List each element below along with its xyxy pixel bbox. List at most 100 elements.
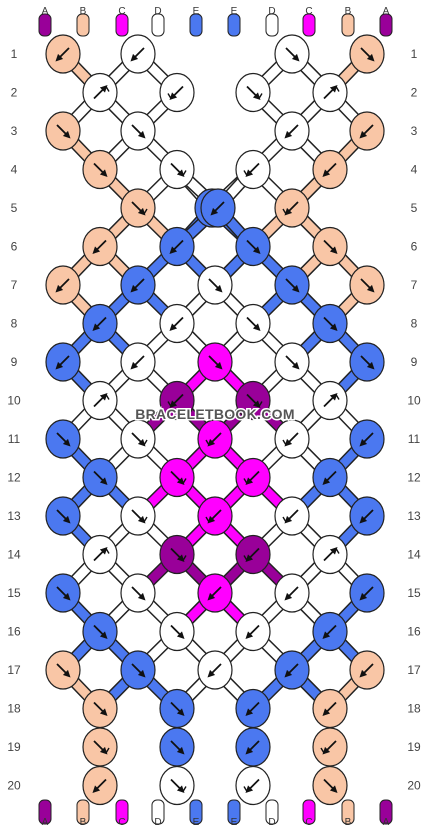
knot-arrow-icon — [245, 624, 260, 640]
bottom-string-label: A — [383, 817, 390, 828]
knot-arrow-icon — [56, 432, 71, 447]
row-number-left: 3 — [11, 124, 18, 138]
knot-return-icon — [282, 208, 287, 215]
row-number-left: 20 — [7, 779, 21, 793]
knot-return-icon — [258, 401, 263, 407]
knot-arrow-icon — [170, 470, 185, 486]
knot-arrow-icon — [170, 547, 185, 563]
top-string-D — [265, 13, 279, 37]
knot-arrow-icon — [56, 124, 71, 139]
row-number-right: 5 — [411, 201, 418, 215]
knot-arrow-icon — [359, 663, 374, 678]
bottom-string-E — [189, 799, 203, 825]
row-number-right: 12 — [407, 471, 421, 485]
knot-arrow-icon — [93, 470, 108, 486]
row-number-left: 11 — [8, 432, 21, 446]
knot-arrow-icon — [207, 432, 222, 447]
top-string-label: C — [305, 6, 312, 17]
knot-arrow-icon — [169, 316, 184, 332]
row-number-right: 14 — [407, 548, 421, 562]
bottom-string-E — [227, 799, 241, 825]
knot-arrow-icon — [323, 546, 338, 562]
top-string-label: E — [231, 6, 238, 17]
knot-return-icon — [335, 548, 340, 554]
knot-arrow-icon — [246, 393, 261, 409]
row-number-right: 17 — [407, 663, 421, 677]
knot-arrow-icon — [284, 509, 299, 524]
knot-arrow-icon — [208, 355, 223, 370]
knot-arrow-icon — [169, 85, 184, 101]
top-string-B — [341, 13, 355, 37]
row-number-right: 9 — [411, 355, 418, 369]
knot-arrow-icon — [360, 355, 375, 370]
knot-arrow-icon — [246, 316, 261, 332]
knot-arrow-icon — [246, 85, 261, 101]
row-number-right: 16 — [407, 625, 421, 639]
knot-arrow-icon — [359, 509, 374, 524]
bottom-string-label: D — [154, 817, 161, 828]
knot-arrow-icon — [245, 162, 260, 178]
knot-arrow-icon — [93, 740, 108, 755]
knot-arrow-icon — [130, 278, 145, 293]
knot-arrow-icon — [322, 470, 337, 486]
row-number-right: 15 — [407, 586, 421, 600]
row-number-left: 4 — [11, 163, 18, 177]
knot-arrow-icon — [246, 239, 261, 255]
knot-arrow-icon — [245, 547, 260, 563]
bottom-string-A — [379, 799, 393, 825]
knot-return-icon — [205, 439, 210, 446]
knot-arrow-icon — [322, 740, 337, 755]
row-number-left: 9 — [11, 355, 18, 369]
knot-arrow-icon — [93, 392, 108, 408]
knot-arrow-icon — [323, 84, 338, 100]
knot-arrow-icon — [92, 316, 107, 332]
row-number-left: 16 — [7, 625, 21, 639]
knot-arrow-icon — [245, 701, 260, 717]
knot-arrow-icon — [93, 84, 108, 100]
knot-arrow-icon — [322, 701, 337, 717]
bottom-string-B — [341, 799, 355, 825]
knot-return-icon — [167, 401, 172, 407]
knot-arrow-icon — [131, 124, 146, 139]
knot-arrow-icon — [323, 392, 338, 408]
knot-arrow-icon — [360, 278, 375, 293]
knot-arrow-icon — [210, 201, 225, 216]
row-number-left: 5 — [11, 201, 18, 215]
knot-arrow-icon — [322, 162, 337, 178]
knot-grid — [45, 34, 385, 806]
knot-arrow-icon — [92, 778, 107, 794]
knot-arrow-icon — [131, 201, 146, 216]
row-number-left: 10 — [7, 394, 21, 408]
top-string-label: C — [118, 6, 125, 17]
knot-arrow-icon — [131, 509, 146, 524]
knot-arrow-icon — [170, 740, 185, 755]
row-number-right: 20 — [407, 779, 421, 793]
knot-return-icon — [243, 170, 248, 176]
row-number-left: 2 — [11, 86, 18, 100]
row-number-right: 6 — [411, 240, 418, 254]
knot-return-icon — [105, 86, 110, 92]
knot-arrow-icon — [55, 355, 70, 370]
bottom-string-label: A — [42, 817, 49, 828]
row-number-left: 19 — [7, 740, 21, 754]
knot-arrow-icon — [285, 278, 300, 293]
knot-arrow-icon — [55, 278, 70, 293]
knot-arrow-icon — [359, 432, 374, 447]
row-number-right: 13 — [407, 509, 421, 523]
knot-return-icon — [335, 86, 340, 92]
bottom-string-D — [265, 799, 279, 825]
knot-arrow-icon — [245, 778, 260, 794]
knot-arrow-icon — [245, 740, 260, 755]
knot-arrow-icon — [285, 355, 300, 370]
row-number-left: 1 — [11, 47, 18, 61]
bottom-string-C — [302, 799, 316, 825]
top-string-E — [189, 13, 203, 37]
knot-return-icon — [143, 516, 148, 523]
row-number-left: 6 — [11, 240, 18, 254]
top-string-label: A — [383, 6, 390, 17]
knot-arrow-icon — [245, 470, 260, 486]
row-number-left: 12 — [7, 471, 21, 485]
knot-arrow-icon — [285, 47, 300, 62]
watermark-text: BRACELETBOOK.COM — [135, 406, 295, 422]
